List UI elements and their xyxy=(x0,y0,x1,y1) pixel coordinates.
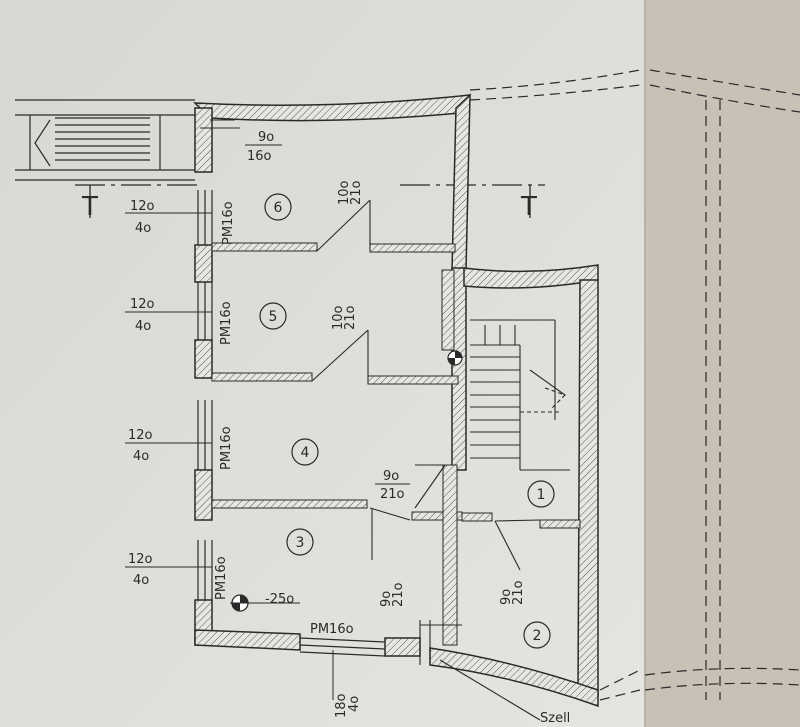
corner-text: Szell xyxy=(540,711,570,726)
w4-width: 12o xyxy=(128,428,153,443)
door4-width: 9o xyxy=(383,469,399,484)
door3-height: 21o xyxy=(391,582,406,607)
w5-type: PM16o xyxy=(219,301,234,345)
room-2-number: 2 xyxy=(533,628,542,644)
door6-width: 10o xyxy=(337,180,352,205)
left-windows xyxy=(197,190,386,657)
main-stair xyxy=(470,319,570,471)
room-1-number: 1 xyxy=(537,487,546,503)
level-marker-icon xyxy=(230,594,300,612)
top-door-height: 16o xyxy=(247,149,272,164)
w5-height: 4o xyxy=(135,319,151,334)
column-marker xyxy=(447,350,463,366)
section-mark-right: T xyxy=(520,192,537,222)
w4-height: 4o xyxy=(133,449,149,464)
door2-width: 9o xyxy=(499,589,514,605)
room-6-number: 6 xyxy=(274,200,283,216)
door4-height: 21o xyxy=(380,487,405,502)
bottom-window-type: PM16o xyxy=(310,622,354,637)
level-value: -25o xyxy=(265,592,294,607)
door5-height: 21o xyxy=(343,305,358,330)
w3-type: PM16o xyxy=(214,556,229,600)
room-3-number: 3 xyxy=(296,535,305,551)
w4-type: PM16o xyxy=(219,426,234,470)
door3-width: 9o xyxy=(379,591,394,607)
room-4-number: 4 xyxy=(301,445,310,461)
bottom-window-height: 4o xyxy=(347,696,362,712)
door6-height: 21o xyxy=(349,180,364,205)
paper-fold xyxy=(645,0,800,727)
w6-type: PM16o xyxy=(221,201,236,245)
bottom-window-width: 18o xyxy=(334,693,349,718)
dashed-outline xyxy=(469,69,800,701)
section-mark-left: T xyxy=(81,192,98,222)
top-door-width: 9o xyxy=(258,130,274,145)
door2-height: 21o xyxy=(511,580,526,605)
upper-stair xyxy=(15,99,195,181)
door5-width: 10o xyxy=(331,305,346,330)
room-circles xyxy=(259,193,555,649)
section-line xyxy=(75,184,545,218)
walls xyxy=(193,93,599,708)
w6-width: 12o xyxy=(130,199,155,214)
w6-height: 4o xyxy=(135,221,151,236)
w5-width: 12o xyxy=(130,297,155,312)
w3-height: 4o xyxy=(133,573,149,588)
w3-width: 12o xyxy=(128,552,153,567)
door-swings xyxy=(200,119,541,721)
room-5-number: 5 xyxy=(269,309,278,325)
window-leaders xyxy=(125,212,334,700)
